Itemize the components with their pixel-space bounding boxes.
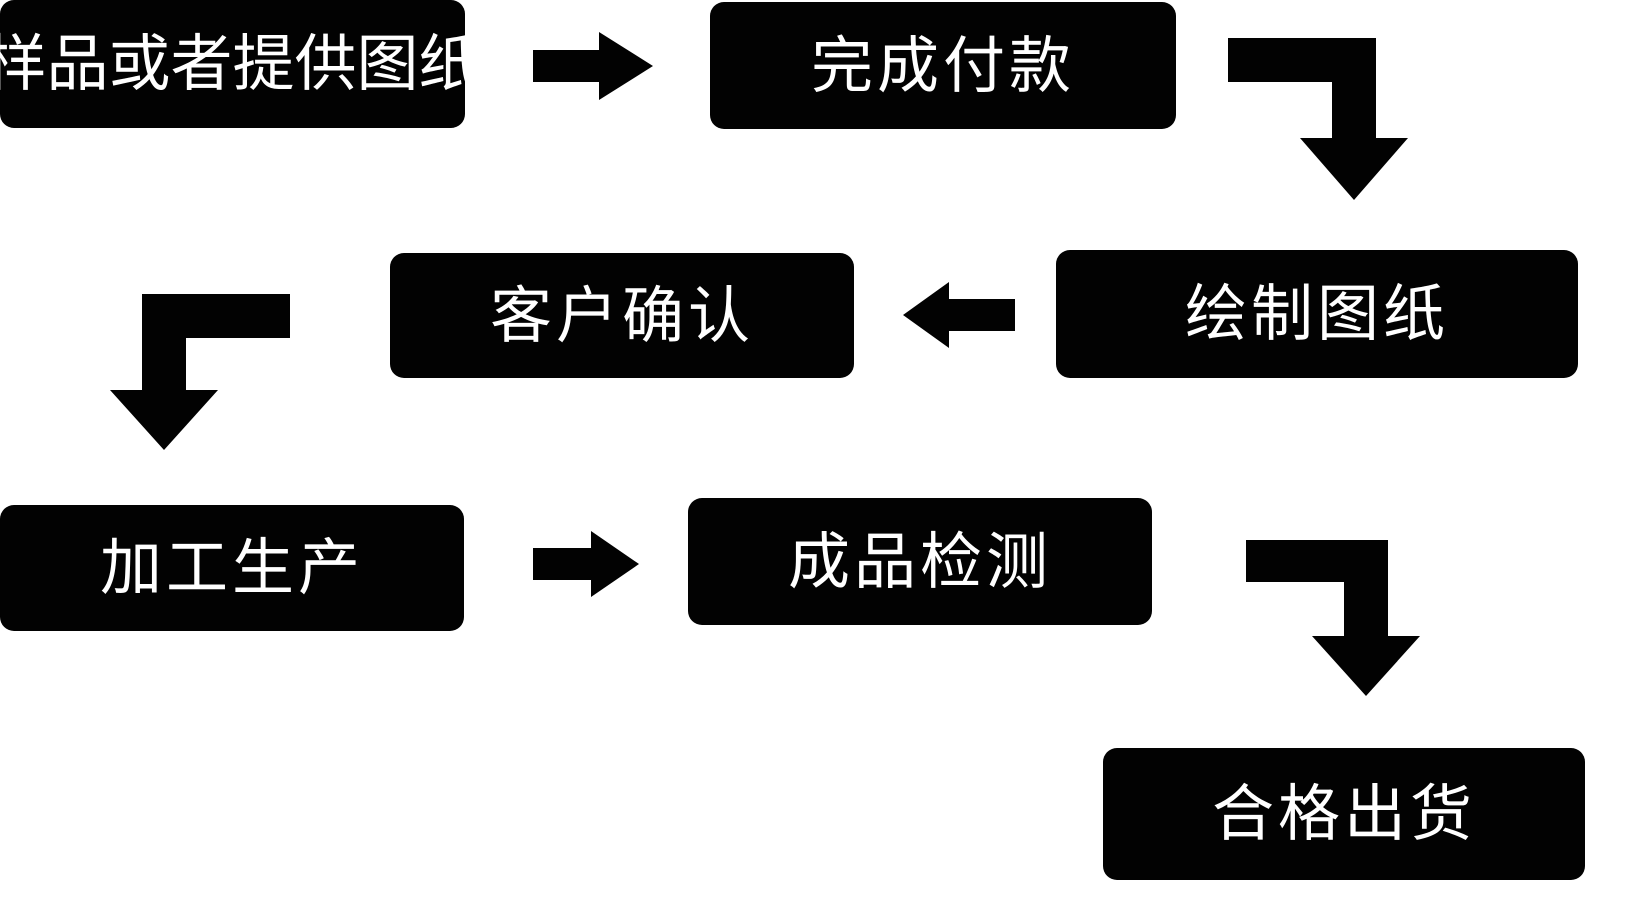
node-label: 样品或者提供图纸 <box>0 27 481 100</box>
node-label: 绘制图纸 <box>1184 277 1449 350</box>
node-sample-or-drawing[interactable]: 样品或者提供图纸 <box>0 0 481 128</box>
node-label: 客户确认 <box>489 278 754 352</box>
elbow-arrow-right-down-icon <box>1246 540 1420 696</box>
connector-sample-to-payment <box>533 32 653 100</box>
connector-payment-to-draw <box>1228 38 1438 200</box>
node-production[interactable]: 加工生产 <box>0 505 464 631</box>
node-label: 完成付款 <box>810 28 1075 102</box>
node-qualified-shipment[interactable]: 合格出货 <box>1103 748 1585 880</box>
elbow-arrow-right-down-icon <box>1228 38 1408 200</box>
connector-production-to-inspection <box>533 531 639 597</box>
arrow-right-icon <box>533 531 639 597</box>
node-label: 合格出货 <box>1211 777 1476 850</box>
arrow-right-icon <box>533 32 653 100</box>
node-draw-drawing[interactable]: 绘制图纸 <box>1056 250 1578 378</box>
node-label: 加工生产 <box>99 531 364 604</box>
node-label: 成品检测 <box>787 524 1052 598</box>
connector-inspection-to-shipment <box>1246 540 1446 696</box>
elbow-arrow-left-down-icon <box>110 294 290 450</box>
arrow-left-icon <box>903 282 1015 348</box>
node-customer-confirm[interactable]: 客户确认 <box>390 253 854 378</box>
node-complete-payment[interactable]: 完成付款 <box>710 2 1176 129</box>
connector-confirm-to-production <box>110 294 290 450</box>
node-product-inspection[interactable]: 成品检测 <box>688 498 1152 625</box>
connector-draw-to-confirm <box>903 282 1015 348</box>
